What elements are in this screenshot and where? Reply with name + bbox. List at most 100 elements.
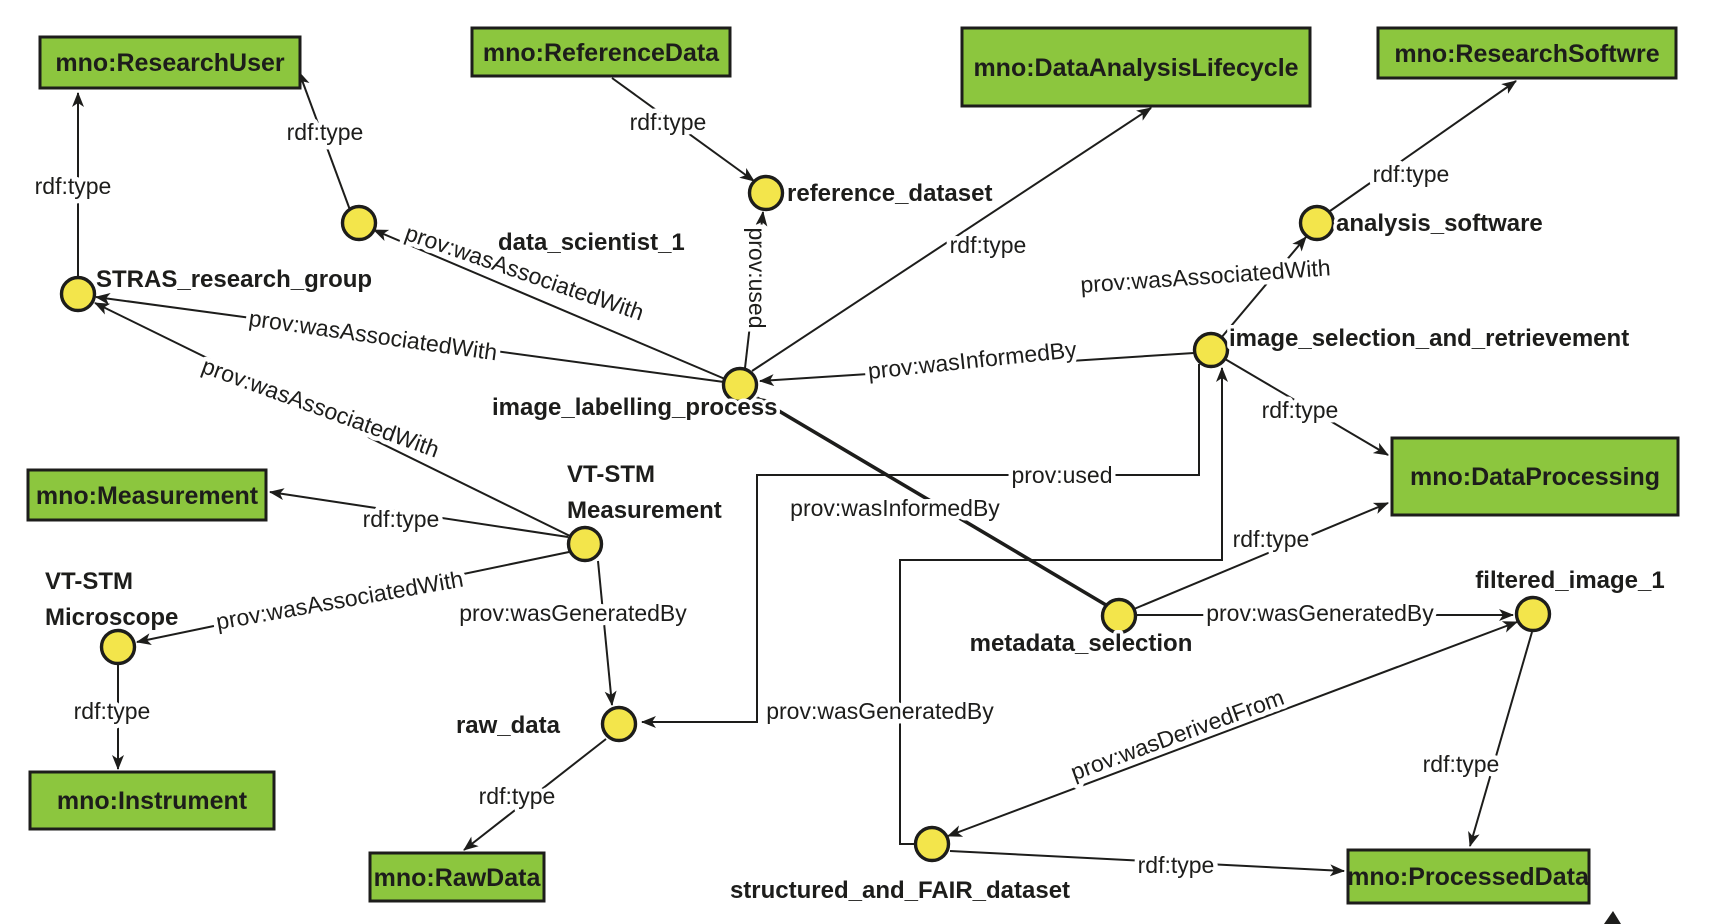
edge-label-rdftype-stras: rdf:type	[35, 173, 112, 199]
edge-label-wasderivedfrom: prov:wasDerivedFrom	[1067, 684, 1287, 785]
edge-structureddataset-wasgeneratedby-imageselection	[899, 366, 1228, 845]
instance-label-metadata-selection: metadata_selection	[970, 630, 1193, 657]
instance-label-filtered-image-1: filtered_image_1	[1475, 567, 1664, 594]
instance-label-stras-research-group: STRAS_research_group	[96, 266, 372, 293]
edge-imagelabelling-wasassociatedwith-stras	[94, 292, 725, 383]
edge-imageselection-rdftype-dataprocessing	[1224, 358, 1389, 456]
instance-circle-image-labelling-process	[721, 366, 759, 404]
class-label-instrument: mno:Instrument	[57, 787, 248, 815]
instance-circle-image-selection	[1192, 331, 1230, 369]
edge-label-rdftype-researchsoftwre: rdf:type	[1373, 161, 1450, 187]
edge-label-wasassociatedwith-analysissoftware: prov:wasAssociatedWith	[1080, 254, 1332, 297]
class-box-raw-data	[368, 851, 546, 903]
edge-imagelabelling-rdftype-dataanalysislifecycle	[751, 107, 1152, 372]
class-box-research-user	[38, 35, 302, 90]
edge-measurement-rdftype-measurementclass	[268, 488, 569, 538]
class-label-research-softwre: mno:ResearchSoftwre	[1394, 40, 1659, 68]
class-node-mno-data-analysis-lifecycle: mno:DataAnalysisLifecycle	[960, 26, 1312, 108]
class-label-measurement: mno:Measurement	[36, 482, 259, 510]
class-label-data-processing: mno:DataProcessing	[1410, 463, 1660, 491]
edge-label-wasassociatedwith-stras-upper: prov:wasAssociatedWith	[247, 305, 499, 366]
edge-label-wasinformedby-horizontal: prov:wasInformedBy	[867, 336, 1079, 384]
instance-labels-layer: STRAS_research_group data_scientist_1 re…	[42, 177, 1669, 908]
class-node-mno-raw-data: mno:RawData	[368, 851, 546, 903]
edge-metadataselection-wasinformedby-imagelabelling	[756, 396, 1107, 607]
class-label-reference-data: mno:ReferenceData	[483, 39, 720, 67]
instance-label-vtstm-measurement-line2: Measurement	[567, 497, 722, 524]
class-node-mno-research-user: mno:ResearchUser	[38, 35, 302, 90]
instance-label-vtstm-microscope-line1: VT-STM	[45, 568, 133, 595]
edge-label-rdftype-dataanalysislifecycle: rdf:type	[950, 232, 1027, 258]
class-box-processed-data	[1346, 848, 1591, 905]
edge-label-rdftype-measurement: rdf:type	[363, 506, 440, 532]
edge-imageselection-wasinformedby-imagelabelling	[758, 352, 1195, 387]
edge-label-wasassociatedwith-stras-lower: prov:wasAssociatedWith	[199, 352, 443, 462]
edge-label-rdftype-datascientist: rdf:type	[287, 119, 364, 145]
class-label-research-user: mno:ResearchUser	[55, 49, 285, 77]
edge-filteredimage-rdftype-processeddata	[1468, 631, 1533, 848]
class-box-data-analysis-lifecycle	[960, 26, 1312, 108]
edge-label-rdftype-referencedataset: rdf:type	[630, 109, 707, 135]
instance-circle-reference-dataset	[747, 174, 785, 212]
class-node-mno-measurement: mno:Measurement	[26, 468, 268, 522]
instance-label-analysis-software: analysis_software	[1336, 210, 1543, 237]
edge-referencedata-rdftype-referencedataset	[611, 77, 755, 182]
edges-layer	[72, 71, 1533, 877]
instance-label-structured-dataset: structured_and_FAIR_dataset	[730, 877, 1070, 904]
instance-label-image-selection: image_selection_and_retrievement	[1229, 325, 1629, 352]
edge-label-wasinformedby-diagonal: prov:wasInformedBy	[790, 495, 1000, 521]
edge-label-rdftype-dataprocessing-upper: rdf:type	[1262, 397, 1339, 423]
instance-label-image-labelling-process: image_labelling_process	[492, 394, 777, 421]
class-label-raw-data: mno:RawData	[374, 864, 542, 892]
class-node-mno-research-softwre: mno:ResearchSoftwre	[1376, 26, 1678, 80]
class-box-measurement	[26, 468, 268, 522]
instance-circle-metadata-selection	[1100, 597, 1138, 635]
instance-label-raw-data: raw_data	[456, 712, 561, 739]
edge-imageselection-used-rawdata	[640, 364, 1200, 728]
class-node-mno-data-processing: mno:DataProcessing	[1390, 436, 1680, 517]
class-label-processed-data: mno:ProcessedData	[1347, 863, 1590, 891]
instance-circle-raw-data	[600, 705, 638, 743]
edge-structureddataset-wasderivedfrom-filteredimage	[947, 621, 1518, 837]
edge-label-rdftype-processeddata-lower: rdf:type	[1138, 852, 1215, 878]
instance-circle-structured-dataset	[913, 825, 951, 863]
instance-circle-data-scientist-1	[340, 204, 378, 242]
instance-label-data-scientist-1: data_scientist_1	[498, 229, 685, 256]
edge-imageselection-wasassociatedwith-analysissoftware	[1220, 236, 1307, 339]
instance-label-reference-dataset: reference_dataset	[787, 180, 992, 207]
edge-imagelabelling-wasassociatedwith-datascientist	[373, 229, 726, 380]
edge-label-rdftype-instrument: rdf:type	[74, 698, 151, 724]
instance-label-vtstm-measurement-line1: VT-STM	[567, 461, 655, 488]
edge-label-wasgeneratedby-filteredimage: prov:wasGeneratedBy	[1206, 600, 1434, 626]
class-node-mno-reference-data: mno:ReferenceData	[470, 26, 732, 78]
class-label-data-analysis-lifecycle: mno:DataAnalysisLifecycle	[973, 54, 1298, 82]
edge-rawdata-rdftype-rawdataclass	[463, 738, 607, 851]
instance-label-vtstm-microscope-line2: Microscope	[45, 604, 178, 631]
edge-analysissoftware-rdftype-researchsoftwre	[1329, 80, 1517, 212]
edge-datascientist-rdftype-researchuser	[298, 71, 351, 211]
edge-measurement-wasgeneratedby-rawdata	[597, 560, 617, 707]
instance-circle-analysis-software	[1298, 204, 1336, 242]
instance-circle-vtstm-microscope	[99, 628, 137, 666]
edge-label-rdftype-rawdata: rdf:type	[479, 783, 556, 809]
edge-label-wasgeneratedby-rawdata: prov:wasGeneratedBy	[459, 600, 687, 626]
instance-circle-filtered-image-1	[1514, 595, 1552, 633]
edge-label-rdftype-dataprocessing-lower: rdf:type	[1233, 526, 1310, 552]
edge-imagelabelling-used-referencedataset	[744, 210, 768, 369]
edge-label-wasassociatedwith-microscope: prov:wasAssociatedWith	[214, 566, 465, 635]
edge-measurement-wasassociatedwith-microscope	[135, 551, 570, 646]
class-box-reference-data	[470, 26, 732, 78]
edge-label-rdftype-processeddata-upper: rdf:type	[1423, 751, 1500, 777]
edge-metadataselection-rdftype-dataprocessing	[1133, 502, 1389, 610]
corner-crop-mark	[1604, 911, 1621, 924]
edge-label-wasgeneratedby-imageselection: prov:wasGeneratedBy	[766, 698, 994, 724]
class-node-mno-instrument: mno:Instrument	[28, 770, 276, 831]
instance-nodes-layer	[59, 174, 1552, 863]
class-box-research-softwre	[1376, 26, 1678, 80]
edge-measurement-wasassociatedwith-stras	[94, 302, 571, 537]
edge-label-used-rawdata: prov:used	[1011, 462, 1112, 488]
instance-circle-vtstm-measurement	[566, 525, 604, 563]
edge-label-used-referencedataset: prov:used	[744, 227, 770, 328]
